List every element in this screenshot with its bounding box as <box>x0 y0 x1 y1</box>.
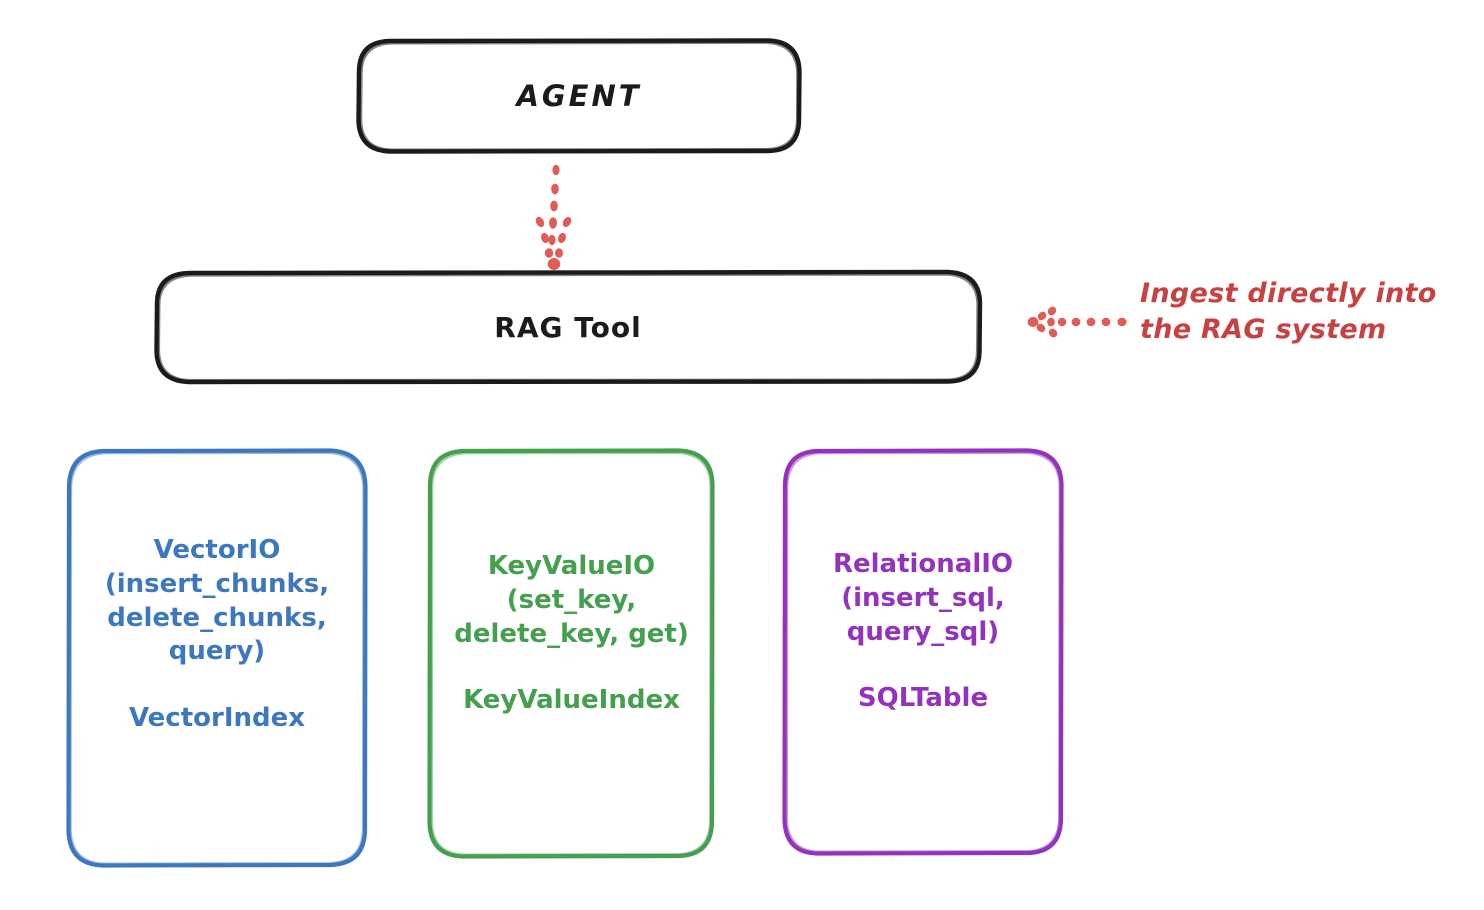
relational-io-box-outline <box>782 448 1064 856</box>
rag-tool-label: RAG Tool <box>494 310 642 344</box>
rag-tool-box-outline <box>154 269 983 385</box>
relational-io-api-label: RelationalIO (insert_sql, query_sql) <box>832 549 1014 647</box>
key-value-io-box-outline <box>427 448 715 859</box>
sql-table-label: SQLTable <box>857 683 989 714</box>
node-key-value-io[interactable]: KeyValueIO (set_key, delete_key, get) Ke… <box>430 450 713 856</box>
agent-label: AGENT <box>516 79 642 113</box>
key-value-io-api-label: KeyValueIO (set_key, delete_key, get) <box>454 551 689 649</box>
node-vector-io[interactable]: VectorIO (insert_chunks, delete_chunks, … <box>68 450 366 866</box>
key-value-index-label: KeyValueIndex <box>463 685 680 716</box>
agent-box-outline <box>356 38 802 154</box>
node-rag-tool[interactable]: RAG Tool <box>156 272 980 382</box>
connector-ingest-to-rag-tool <box>1027 306 1127 338</box>
ingest-annotation: Ingest directly into the RAG system <box>1140 278 1437 345</box>
node-agent[interactable]: AGENT <box>358 40 800 152</box>
connector-agent-to-rag-tool <box>535 164 572 270</box>
vector-io-box-outline <box>66 448 368 868</box>
vector-io-api-label: VectorIO (insert_chunks, delete_chunks, … <box>104 535 330 667</box>
vector-index-label: VectorIndex <box>128 703 306 734</box>
node-relational-io[interactable]: RelationalIO (insert_sql, query_sql) SQL… <box>785 450 1061 853</box>
